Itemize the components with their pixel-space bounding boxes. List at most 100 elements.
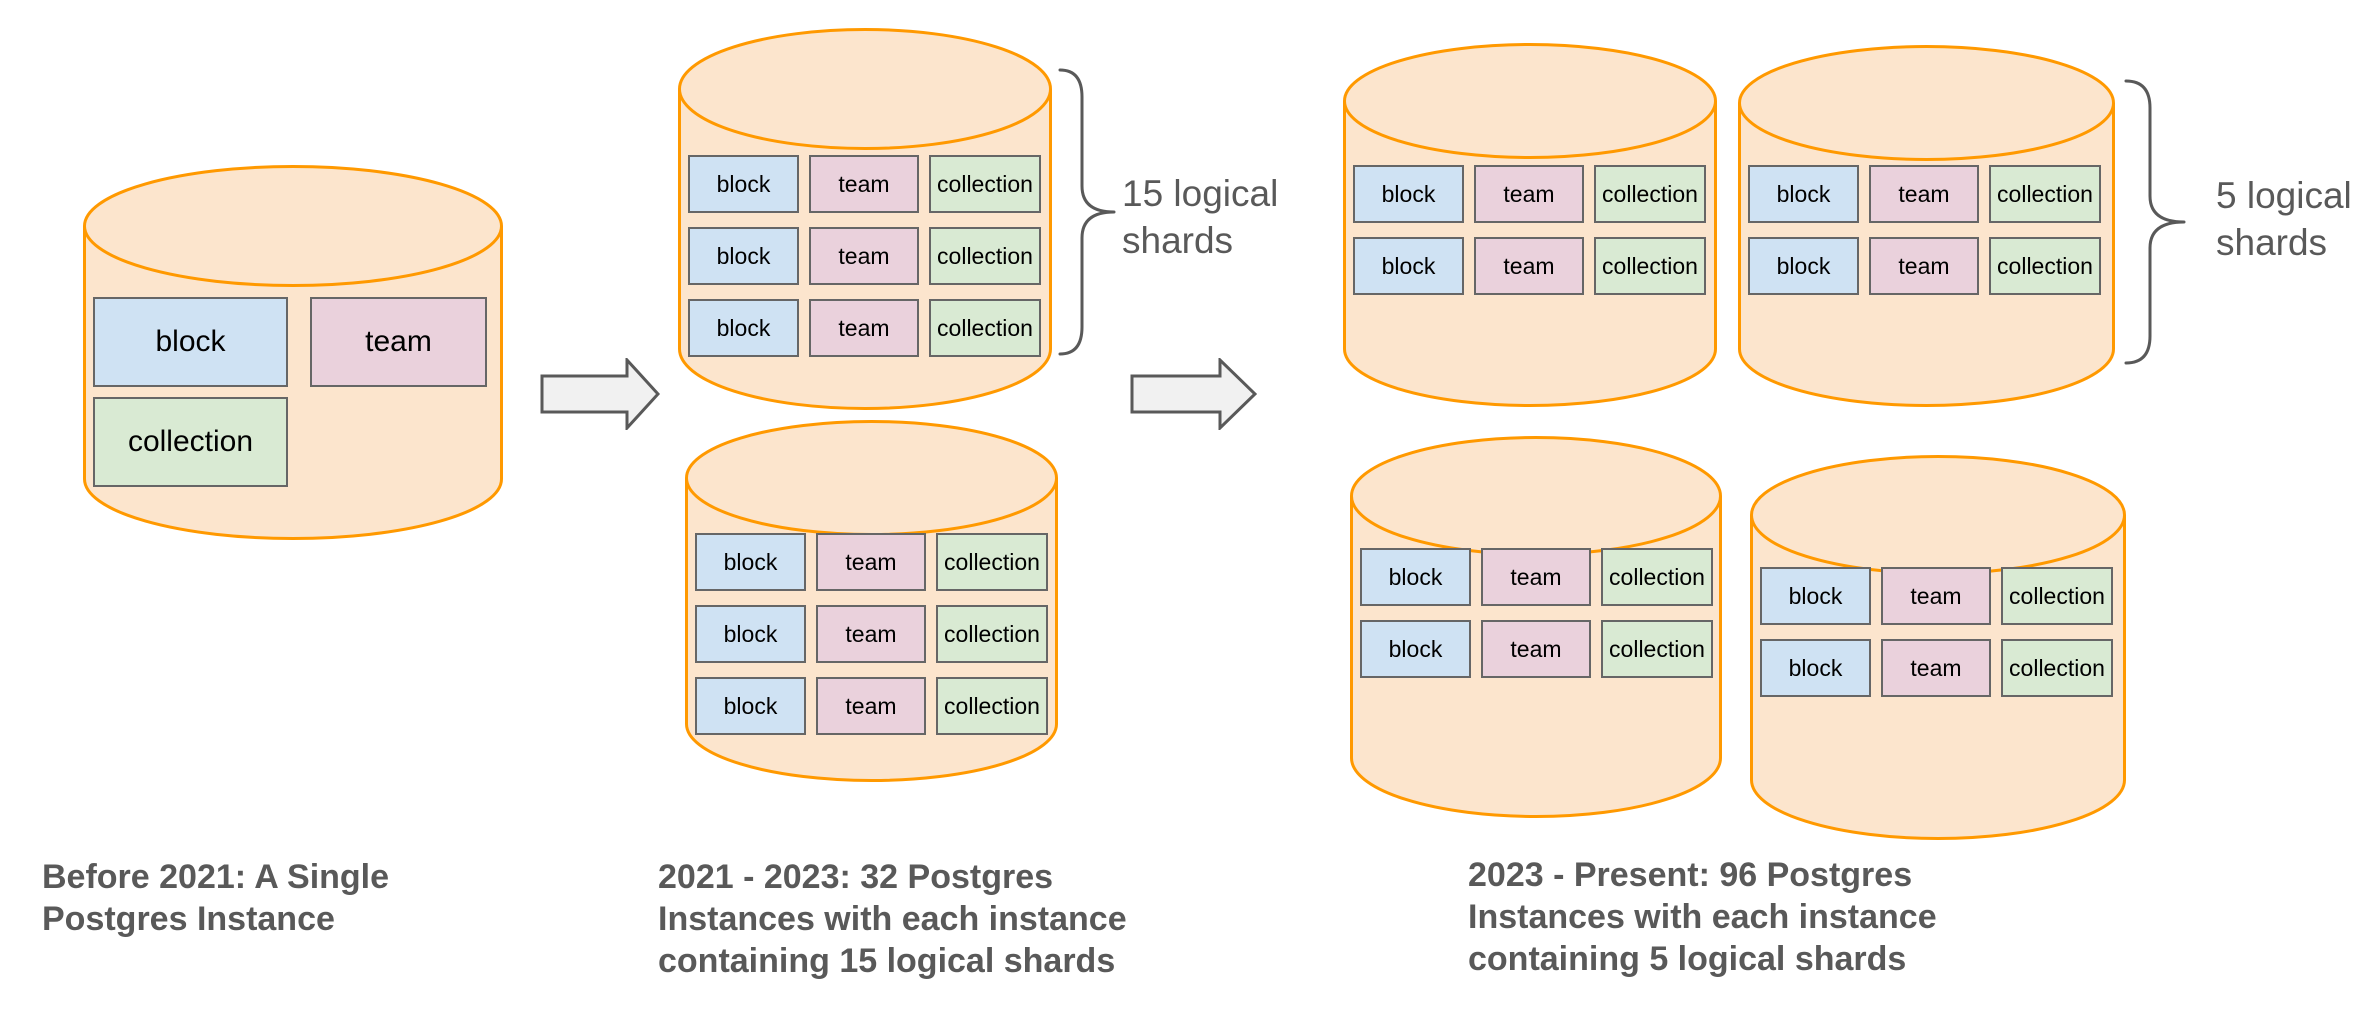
stage-caption-line: 2023 - Present: 96 Postgres: [1468, 856, 1913, 894]
table-label-block: block: [155, 325, 226, 358]
table-label-collection: collection: [2009, 582, 2105, 609]
table-box-collection: collection: [1601, 620, 1713, 678]
table-label-block: block: [1388, 635, 1443, 662]
shard-row: block team: [93, 297, 503, 387]
stage-caption-line: Postgres Instance: [42, 900, 335, 938]
table-box-team: team: [816, 677, 926, 735]
table-box-team: team: [1881, 639, 1991, 697]
table-box-block: block: [1360, 548, 1471, 606]
table-label-collection: collection: [1609, 563, 1705, 590]
table-box-team: team: [310, 297, 487, 387]
shard-count-annotation: 15 logical shards: [1122, 170, 1278, 264]
shard-row: block team collection: [695, 533, 1058, 591]
table-box-team: team: [809, 155, 919, 213]
table-label-team: team: [1503, 180, 1555, 207]
table-label-block: block: [1776, 252, 1831, 279]
shard-row: block team collection: [695, 605, 1058, 663]
stage-caption-line: Before 2021: A Single: [42, 858, 390, 896]
shard-row: block team collection: [1760, 567, 2126, 625]
table-label-block: block: [1381, 252, 1436, 279]
table-box-collection: collection: [936, 533, 1048, 591]
table-box-collection: collection: [2001, 639, 2113, 697]
table-box-block: block: [93, 297, 288, 387]
table-label-team: team: [845, 548, 897, 575]
table-label-block: block: [1388, 563, 1443, 590]
table-box-team: team: [816, 533, 926, 591]
table-label-collection: collection: [944, 692, 1040, 719]
shard-rows: block team collection block team collection: [1350, 548, 1722, 678]
table-label-collection: collection: [937, 170, 1033, 197]
table-box-collection: collection: [929, 155, 1041, 213]
postgres-instance-cylinder: block team collection block team collection: [1350, 436, 1722, 818]
shard-row: block team collection: [1360, 620, 1722, 678]
table-label-team: team: [1503, 252, 1555, 279]
shard-row: block team collection: [1360, 548, 1722, 606]
table-box-block: block: [688, 155, 799, 213]
table-box-block: block: [695, 533, 806, 591]
table-box-collection: collection: [936, 605, 1048, 663]
table-box-block: block: [695, 677, 806, 735]
shard-count-annotation-line: 5 logical: [2216, 175, 2352, 216]
table-label-team: team: [845, 620, 897, 647]
table-label-collection: collection: [1997, 180, 2093, 207]
postgres-instance-cylinder: block team collection block team collection: [1750, 455, 2126, 840]
shard-rows: block team collection block team collection: [1750, 567, 2126, 697]
table-box-team: team: [1869, 237, 1979, 295]
stage-caption-line: containing 15 logical shards: [658, 942, 1116, 980]
table-label-collection: collection: [937, 314, 1033, 341]
table-label-block: block: [716, 314, 771, 341]
stage-caption-line: Instances with each instance: [1468, 898, 1937, 936]
table-label-block: block: [716, 170, 771, 197]
shard-row: collection: [93, 397, 503, 487]
table-box-team: team: [1869, 165, 1979, 223]
shard-row: block team collection: [688, 299, 1052, 357]
table-box-block: block: [1748, 237, 1859, 295]
shard-count-annotation-line: shards: [1122, 220, 1234, 261]
table-label-block: block: [1788, 582, 1843, 609]
table-label-team: team: [1898, 180, 1950, 207]
shard-count-annotation-line: 15 logical: [1122, 173, 1279, 214]
stage-caption-line: 2021 - 2023: 32 Postgres: [658, 858, 1054, 896]
table-box-block: block: [1760, 639, 1871, 697]
shard-row: block team collection: [688, 155, 1052, 213]
table-label-block: block: [716, 242, 771, 269]
table-label-collection: collection: [944, 548, 1040, 575]
table-box-collection: collection: [93, 397, 288, 487]
table-box-team: team: [1474, 237, 1584, 295]
table-label-team: team: [838, 314, 890, 341]
table-box-block: block: [1360, 620, 1471, 678]
table-label-team: team: [1510, 635, 1562, 662]
table-box-block: block: [695, 605, 806, 663]
table-box-team: team: [816, 605, 926, 663]
table-label-team: team: [838, 242, 890, 269]
table-label-team: team: [1910, 654, 1962, 681]
table-label-collection: collection: [1609, 635, 1705, 662]
table-box-collection: collection: [1989, 165, 2101, 223]
stage-caption-line: Instances with each instance: [658, 900, 1127, 938]
table-box-collection: collection: [2001, 567, 2113, 625]
table-box-collection: collection: [1601, 548, 1713, 606]
table-label-collection: collection: [1602, 180, 1698, 207]
table-label-team: team: [1910, 582, 1962, 609]
table-box-collection: collection: [1594, 237, 1706, 295]
table-label-collection: collection: [1997, 252, 2093, 279]
stage-caption-line: containing 5 logical shards: [1468, 940, 1907, 978]
shard-row: block team collection: [1353, 237, 1717, 295]
table-box-team: team: [1481, 620, 1591, 678]
shard-row: block team collection: [1760, 639, 2126, 697]
shard-row: block team collection: [1748, 237, 2115, 295]
table-label-collection: collection: [127, 425, 254, 458]
table-label-team: team: [1510, 563, 1562, 590]
